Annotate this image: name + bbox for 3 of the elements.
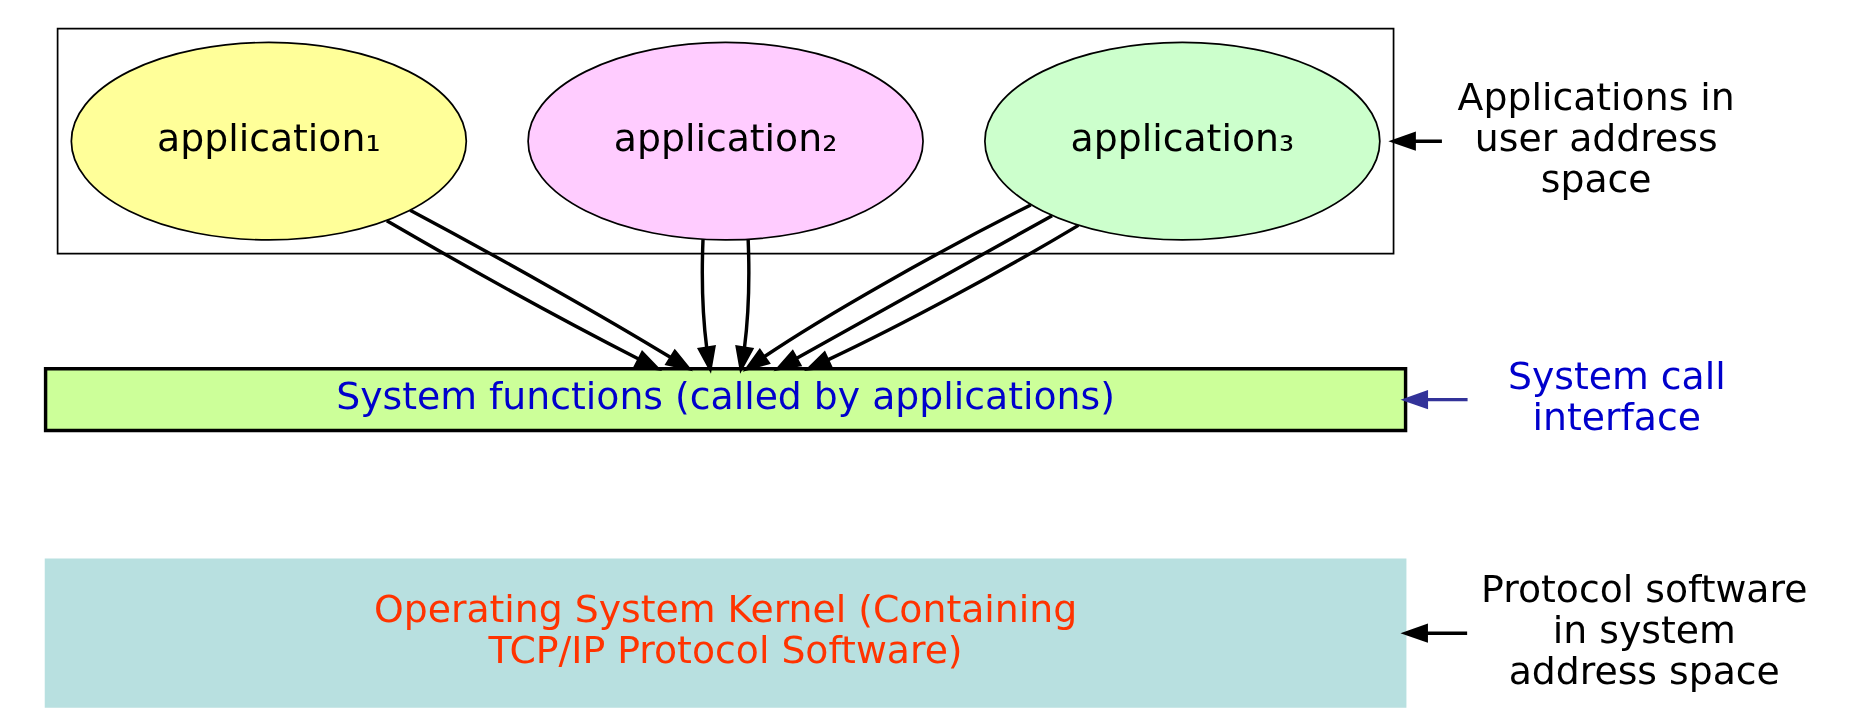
node-text: System call interface — [1507, 353, 1726, 439]
node-text: Applications in user address space — [1457, 74, 1735, 202]
node-text: Protocol software in system address space — [1480, 566, 1807, 693]
